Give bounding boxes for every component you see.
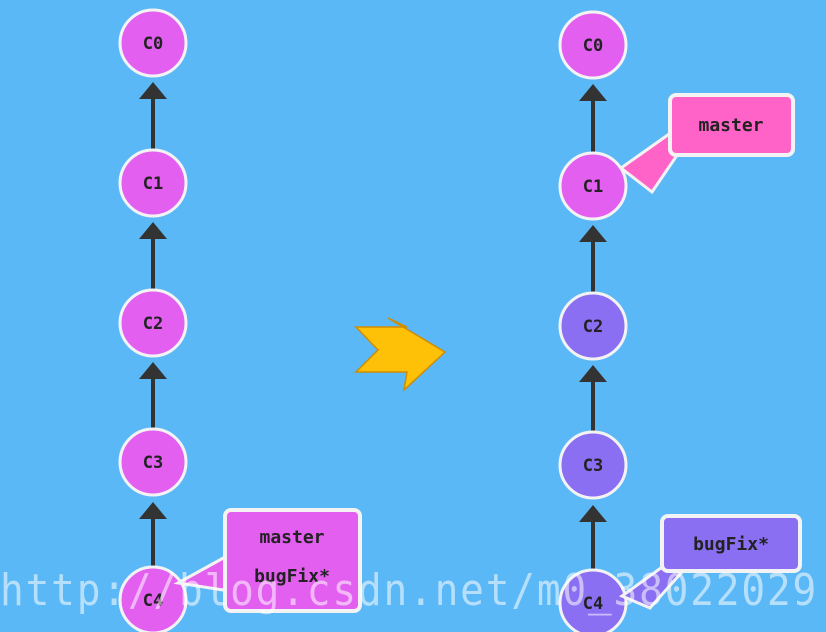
commit-node: C0 [118,8,188,78]
commit-node: C4 [118,565,188,632]
arrow-head-icon [579,225,607,242]
commit-node: C3 [118,427,188,497]
commit-label: C3 [583,456,603,476]
tag-label-master: master [259,527,324,548]
commit-label: C3 [143,453,163,473]
commit-node: C2 [118,288,188,358]
commit-label: C4 [583,594,603,614]
branch-tag-master-bugfix: master bugFix* [173,508,362,613]
arrow-head-icon [139,222,167,239]
watermark-text: http://blog.csdn.net/m0_38022029 [0,565,818,616]
arrow-head-icon [139,362,167,379]
arrow-head-icon [579,84,607,101]
arrow-head-icon [139,82,167,99]
after-graph: C0 C1 C2 C3 C4 master bugFix* [558,10,802,632]
commit-node: C0 [558,10,628,80]
arrow-head-icon [579,365,607,382]
commit-label: C1 [583,177,603,197]
commit-label: C1 [143,174,163,194]
branch-tag-master: master [618,93,795,195]
commit-label: C0 [583,36,603,56]
chevron-right-arrow-icon [354,317,447,393]
commit-label: C4 [143,591,163,611]
commit-label: C2 [583,317,603,337]
before-edges [139,82,167,568]
commit-label: C2 [143,314,163,334]
branch-tag-bugfix: bugFix* [618,514,802,610]
arrow-head-icon [579,505,607,522]
commit-node: C4 [558,568,628,632]
arrow-head-icon [139,502,167,519]
tag-label-master: master [698,115,763,136]
tag-label-bugfix: bugFix* [254,566,330,587]
commit-node: C1 [558,151,628,221]
tag-label-bugfix: bugFix* [693,534,769,555]
before-graph: C0 C1 C2 C3 C4 master bugFix* [118,8,362,632]
after-edges [579,84,607,570]
commit-node: C1 [118,148,188,218]
commit-label: C0 [143,34,163,54]
commit-node: C2 [558,291,628,361]
commit-node: C3 [558,430,628,500]
